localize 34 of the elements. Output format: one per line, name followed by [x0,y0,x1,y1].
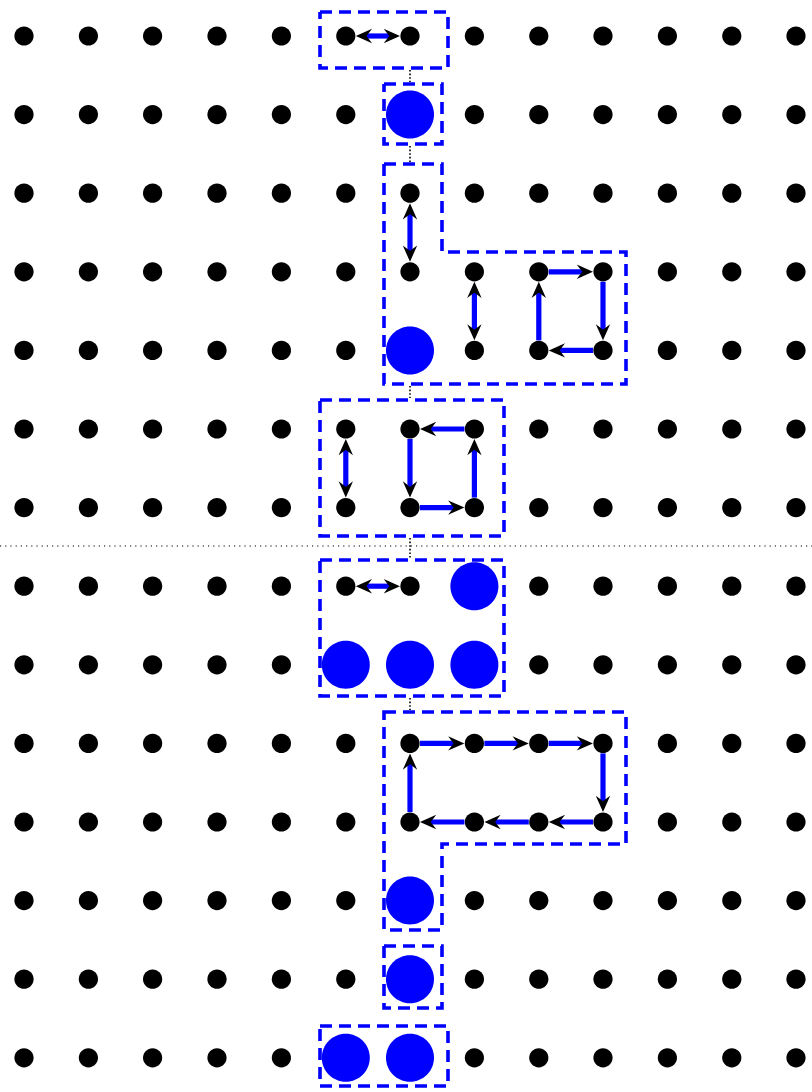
circle [386,640,434,689]
dot [593,340,613,360]
dot [593,812,613,832]
dashed-box [318,398,506,538]
dashed-box [382,162,628,386]
dashed-box [382,82,444,146]
circle [450,640,499,689]
dot [400,262,420,282]
circle [321,1033,370,1082]
dashed-box [318,1024,450,1088]
circle [386,326,434,375]
dot [336,26,356,46]
dot [400,812,420,832]
dot [529,812,549,832]
dashed-box [382,944,444,1010]
dot [400,498,420,518]
dot [400,419,420,439]
circle [450,562,499,611]
circle [386,876,434,925]
dot [400,183,420,203]
dashed-box [382,710,628,932]
dot [464,262,484,282]
dashed-box [318,10,450,70]
circle [386,1033,434,1082]
dot [529,340,549,360]
dashed-box [318,558,506,698]
dot [336,576,356,596]
dot [400,733,420,753]
circle [386,955,434,1004]
dot [400,26,420,46]
circle [321,640,370,689]
circle [386,90,434,139]
dot [464,812,484,832]
dot [529,262,549,282]
